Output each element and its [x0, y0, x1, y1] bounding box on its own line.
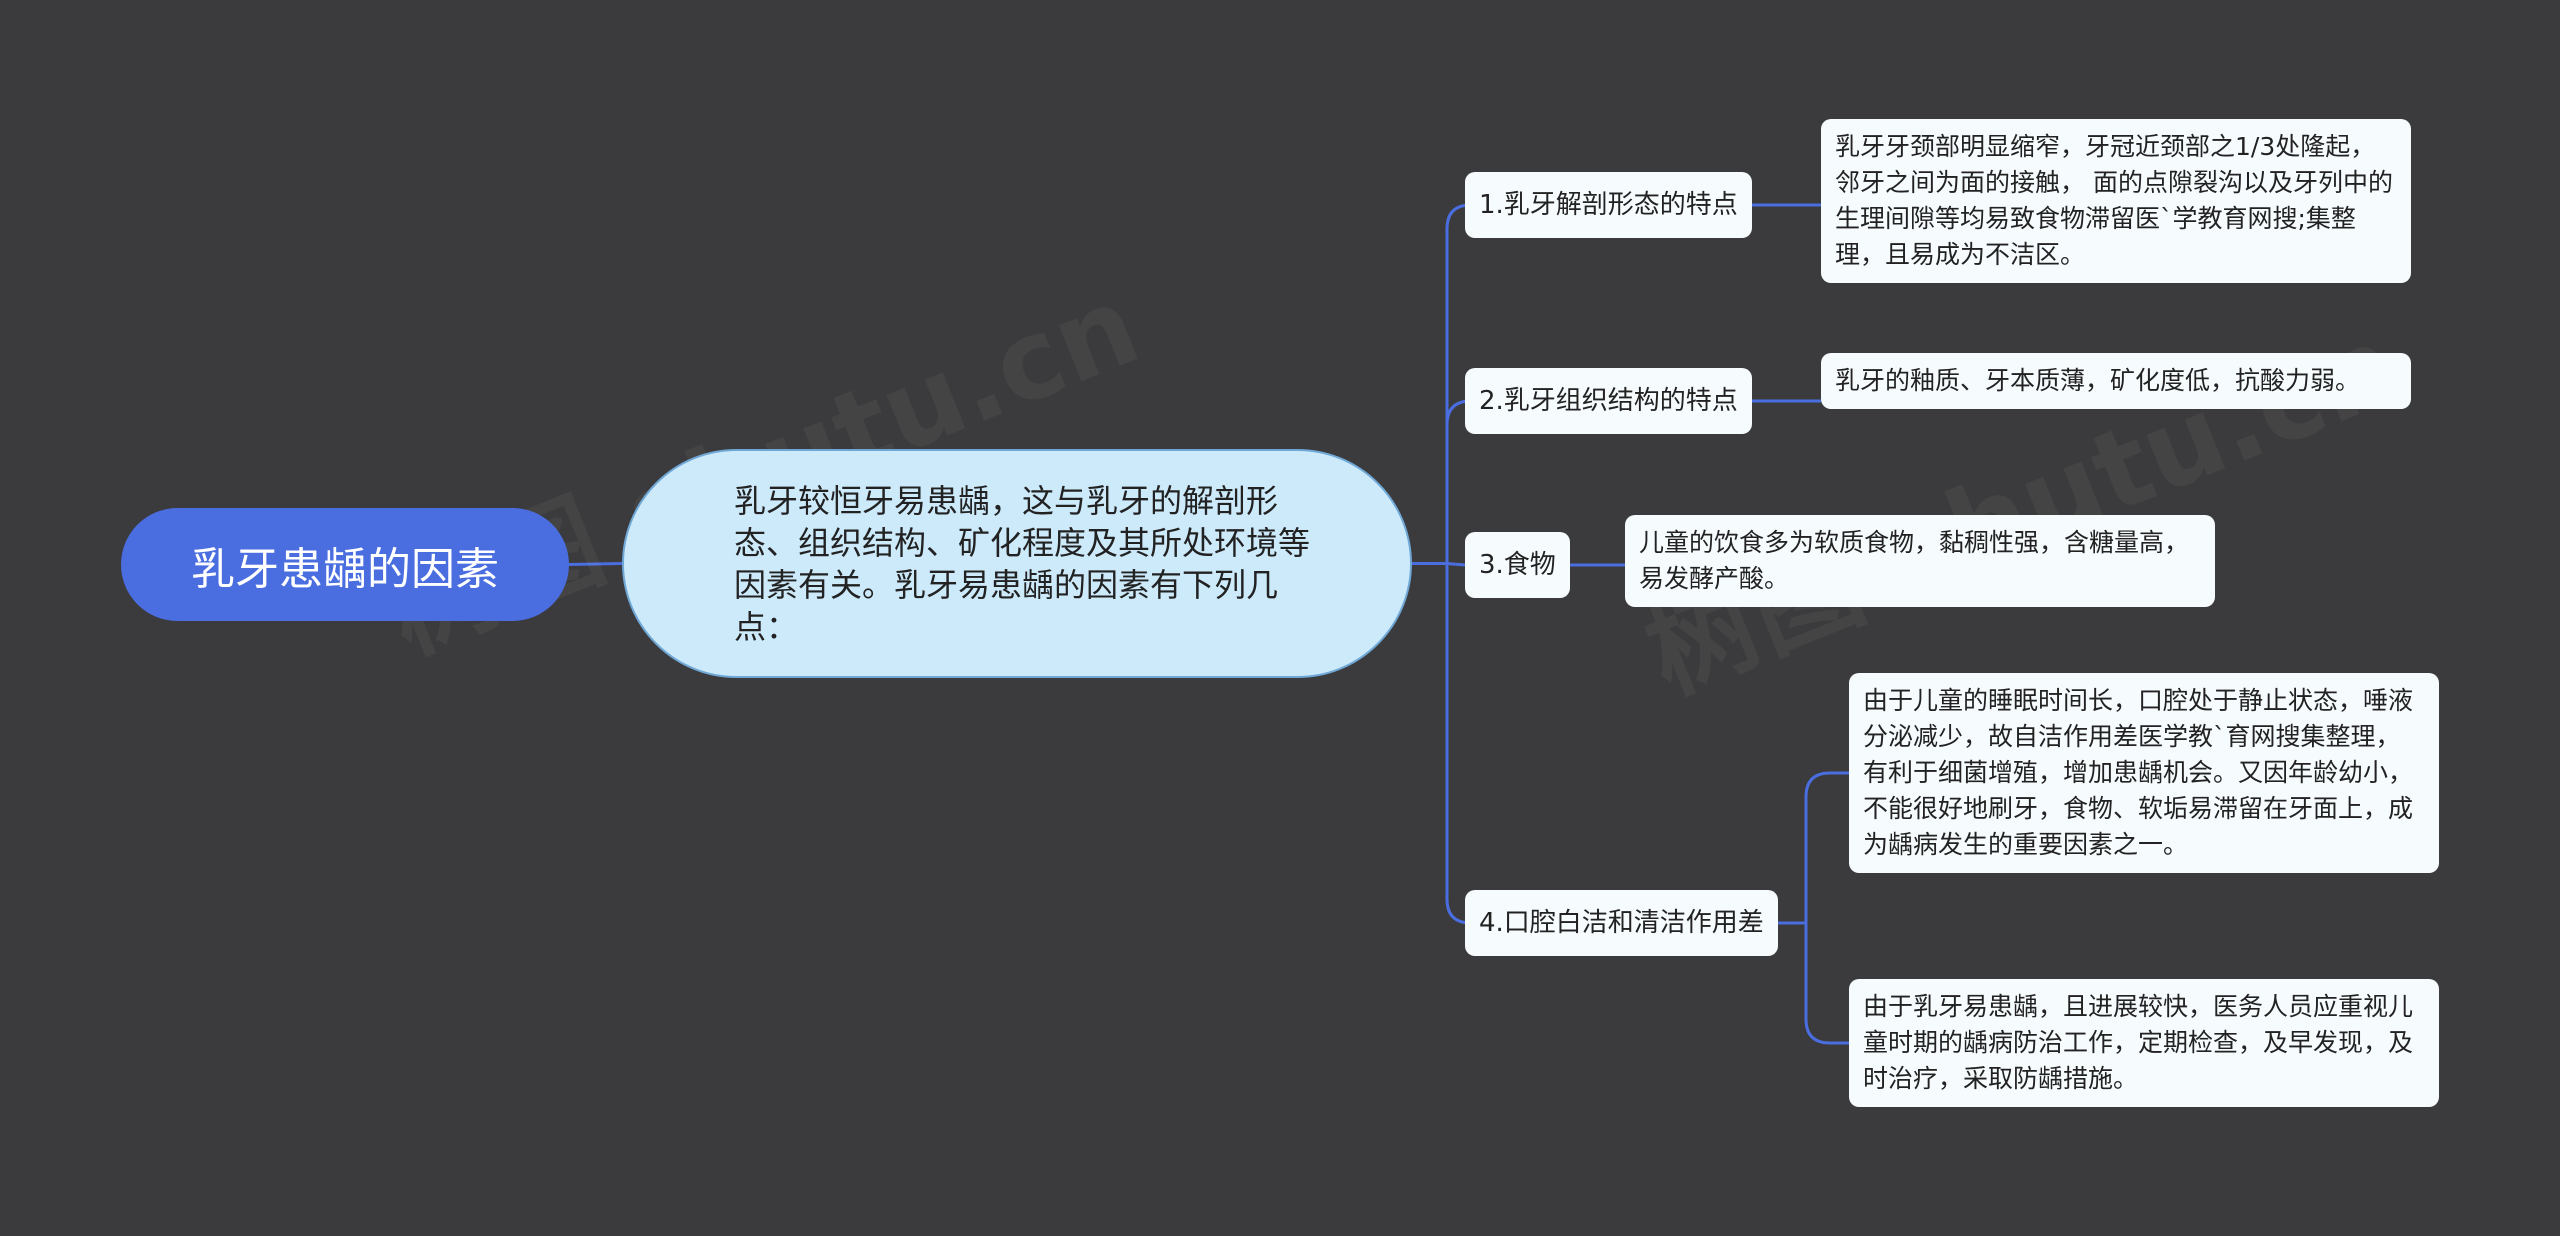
connector-branch-detail-3-link-1: [1804, 923, 1849, 1045]
detail-oral-cleaning-1[interactable]: 由于儿童的睡眠时间长，口腔处于静止状态，唾液分泌减少，故自洁作用差医学教`育网搜…: [1849, 673, 2439, 873]
connector-root-center: [568, 562, 623, 566]
detail-tissue-structure[interactable]: 乳牙的釉质、牙本质薄，矿化度低，抗酸力弱。: [1821, 353, 2411, 409]
central-topic[interactable]: 乳牙较恒牙易患龋，这与乳牙的解剖形态、组织结构、矿化程度及其所处环境等因素有关。…: [622, 449, 1412, 678]
detail-text: 乳牙牙颈部明显缩窄，牙冠近颈部之1/3处隆起，邻牙之间为面的接触， 面的点隙裂沟…: [1835, 132, 2393, 269]
branch-label: 4.口腔白洁和清洁作用差: [1479, 908, 1764, 938]
branch-food[interactable]: 3.食物: [1465, 532, 1570, 598]
detail-text: 乳牙的釉质、牙本质薄，矿化度低，抗酸力弱。: [1835, 366, 2361, 395]
root-topic-label: 乳牙患龋的因素: [191, 543, 499, 595]
detail-text: 儿童的饮食多为软质食物，黏稠性强，含糖量高，易发酵产酸。: [1639, 528, 2190, 593]
detail-food[interactable]: 儿童的饮食多为软质食物，黏稠性强，含糖量高，易发酵产酸。: [1625, 515, 2215, 607]
branch-label: 3.食物: [1479, 550, 1556, 580]
detail-anatomy[interactable]: 乳牙牙颈部明显缩窄，牙冠近颈部之1/3处隆起，邻牙之间为面的接触， 面的点隙裂沟…: [1821, 119, 2411, 283]
connector-center-branch-link-2: [1446, 562, 1466, 567]
connector-center-branch-link-3: [1445, 563, 1472, 925]
connector-branch-detail-3-link-0: [1804, 771, 1849, 923]
detail-oral-cleaning-2[interactable]: 由于乳牙易患龋，且进展较快，医务人员应重视儿童时期的龋病防治工作，定期检查，及早…: [1849, 979, 2439, 1107]
central-topic-text: 乳牙较恒牙易患龋，这与乳牙的解剖形态、组织结构、矿化程度及其所处环境等因素有关。…: [734, 481, 1311, 646]
branch-label: 1.乳牙解剖形态的特点: [1479, 190, 1738, 220]
branch-tissue-structure[interactable]: 2.乳牙组织结构的特点: [1465, 368, 1752, 434]
branch-anatomy[interactable]: 1.乳牙解剖形态的特点: [1465, 172, 1752, 238]
branch-label: 2.乳牙组织结构的特点: [1479, 386, 1738, 416]
detail-text: 由于儿童的睡眠时间长，口腔处于静止状态，唾液分泌减少，故自洁作用差医学教`育网搜…: [1863, 686, 2414, 859]
detail-text: 由于乳牙易患龋，且进展较快，医务人员应重视儿童时期的龋病防治工作，定期检查，及早…: [1863, 992, 2414, 1093]
root-topic[interactable]: 乳牙患龋的因素: [121, 508, 569, 621]
branch-oral-cleaning[interactable]: 4.口腔白洁和清洁作用差: [1465, 890, 1778, 956]
